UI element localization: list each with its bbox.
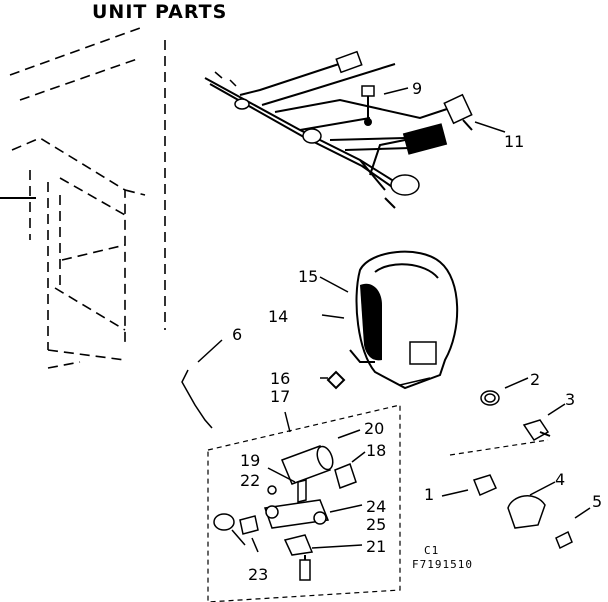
part-2 — [480, 377, 529, 406]
label-11: 11 — [504, 132, 524, 151]
wire-harness — [204, 50, 473, 209]
pins-19-22 — [267, 467, 307, 503]
label-1: 1 — [424, 485, 434, 504]
label-17: 17 — [270, 387, 290, 406]
label-6: 6 — [232, 325, 242, 344]
part-23 — [213, 513, 259, 553]
figure-code: C1 — [424, 544, 439, 557]
capacitor-part-20 — [281, 429, 361, 485]
figure-number: F7191510 — [412, 558, 473, 571]
label-20: 20 — [364, 419, 384, 438]
part-21 — [283, 534, 363, 581]
label-19: 19 — [240, 451, 260, 470]
label-21: 21 — [366, 537, 386, 556]
leader-17 — [284, 411, 291, 433]
label-3: 3 — [565, 390, 575, 409]
cabinet-outline — [0, 27, 166, 369]
leader-11 — [474, 121, 506, 133]
diagram-title: UNIT PARTS — [92, 1, 227, 23]
label-2: 2 — [530, 370, 540, 389]
label-25: 25 — [366, 515, 386, 534]
grommet-part-16 — [320, 370, 346, 390]
label-9: 9 — [412, 79, 422, 98]
label-15: 15 — [298, 267, 318, 286]
label-23: 23 — [248, 565, 268, 584]
label-4: 4 — [555, 470, 565, 489]
label-24: 24 — [366, 497, 386, 516]
part-18 — [334, 451, 366, 489]
label-16: 16 — [270, 369, 290, 388]
label-22: 22 — [240, 471, 260, 490]
label-5: 5 — [592, 492, 602, 511]
part-3 — [522, 403, 566, 441]
screw-part-9 — [361, 85, 409, 126]
label-18: 18 — [366, 441, 386, 460]
compressor — [319, 250, 459, 390]
label-14: 14 — [268, 307, 288, 326]
relay-group-box — [207, 404, 401, 602]
parts-1-4-5 — [441, 439, 591, 550]
wire-part-6 — [181, 339, 223, 429]
relay-bracket-24-25 — [263, 499, 363, 529]
